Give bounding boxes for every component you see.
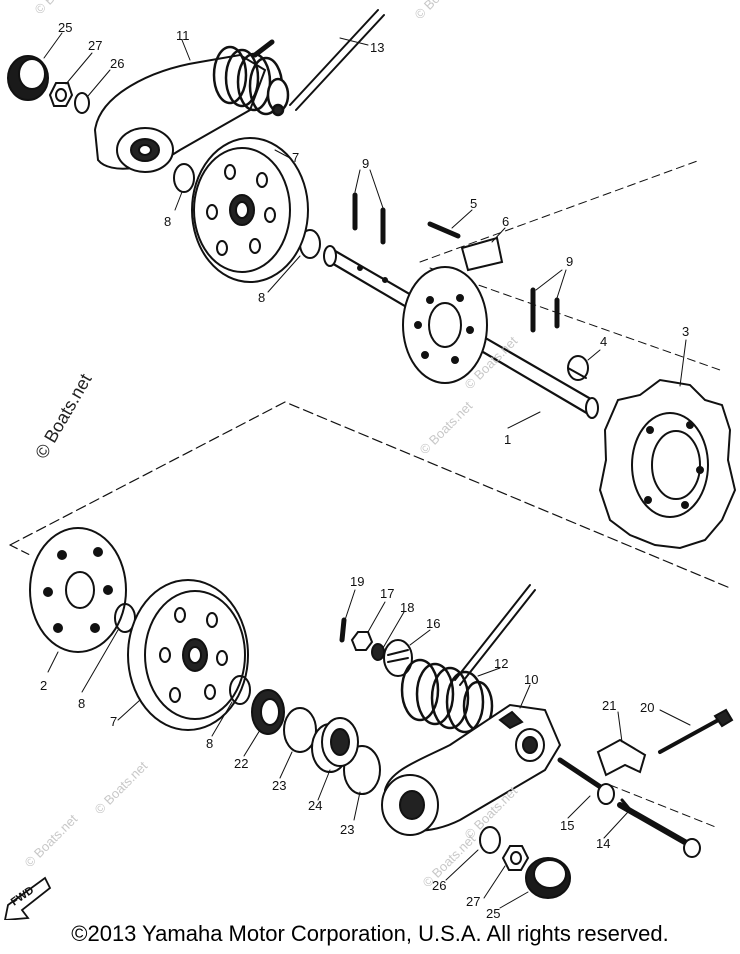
bolt-11-top: [252, 39, 275, 58]
callout-13: 13: [370, 40, 384, 55]
callout-14: 14: [596, 836, 610, 851]
washer-8-d: [229, 675, 251, 705]
bolt-20: [658, 708, 734, 754]
callout-19: 19: [350, 574, 364, 589]
callout-20: 20: [640, 700, 654, 715]
callout-10: 10: [524, 672, 538, 687]
assembly-outline: [9, 401, 731, 589]
callout-9: 9: [566, 254, 573, 269]
callout-8: 8: [78, 696, 85, 711]
bolt-5: [427, 221, 461, 239]
hub-plate: [402, 266, 488, 384]
washer-26-bottom: [479, 826, 501, 854]
bushing-4: [567, 355, 589, 381]
nut-27-bottom: [501, 845, 530, 871]
plate-6: [460, 236, 504, 272]
bearing-22: [251, 689, 285, 735]
callout-25: 25: [486, 906, 500, 920]
watermark: © Boats.net: [412, 0, 471, 22]
callout-7: 7: [292, 150, 299, 165]
callout-12: 12: [494, 656, 508, 671]
callout-27: 27: [88, 38, 102, 53]
rod-13: [289, 9, 385, 111]
callout-21: 21: [602, 698, 616, 713]
cap-25-top: [7, 55, 49, 101]
callout-8: 8: [206, 736, 213, 751]
callout-16: 16: [426, 616, 440, 631]
callout-15: 15: [560, 818, 574, 833]
spring-12: [400, 658, 494, 734]
plate-16: [383, 639, 413, 677]
callout-7: 7: [110, 714, 117, 729]
callout-24: 24: [308, 798, 322, 813]
callout-25: 25: [58, 20, 72, 35]
pin-9-b: [530, 287, 560, 333]
wheel-7-bottom: [127, 579, 249, 731]
pin-19: [339, 617, 347, 643]
callout-8: 8: [258, 290, 265, 305]
washer-8-a: [173, 163, 195, 193]
callout-6: 6: [502, 214, 509, 229]
arm-10: [381, 703, 562, 836]
nut-17: [350, 631, 374, 651]
callout-18: 18: [400, 600, 414, 615]
watermark: © Boats.net: [417, 398, 476, 457]
parts-diagram: © Boats.net © Boats.net © Boats.net © Bo…: [4, 0, 737, 920]
shaft-15: [557, 757, 615, 805]
washer-18: [371, 643, 385, 661]
bracket-21: [596, 738, 647, 777]
watermark: © Boats.net: [92, 758, 151, 817]
callout-17: 17: [380, 586, 394, 601]
callout-26: 26: [110, 56, 124, 71]
snap-ring-23-a: [283, 707, 317, 753]
shaft-14: [617, 798, 701, 858]
callout-1: 1: [504, 432, 511, 447]
leader-lines: [43, 32, 691, 909]
callout-11: 11: [176, 28, 190, 43]
spring-11: [212, 45, 290, 117]
watermark: © Boats.net: [32, 0, 91, 17]
cap-25-bottom: [525, 857, 571, 899]
callout-27: 27: [466, 894, 480, 909]
callout-3: 3: [682, 324, 689, 339]
copyright-notice: ©2013 Yamaha Motor Corporation, U.S.A. A…: [71, 921, 669, 946]
plate-2: [29, 527, 127, 653]
assembly-outline-14: [609, 784, 719, 829]
snap-ring-23-b: [343, 745, 381, 795]
pin-9-a: [352, 192, 386, 245]
callout-8: 8: [164, 214, 171, 229]
arm-11: [93, 53, 267, 173]
forward-arrow: [4, 876, 52, 920]
rod-12: [454, 584, 536, 686]
nut-27-top: [48, 82, 74, 107]
sprocket-3: [598, 378, 737, 550]
assembly-outline-shaft: [419, 159, 721, 371]
watermark: © Boats.net: [31, 370, 95, 462]
callout-9: 9: [362, 156, 369, 171]
callout-2: 2: [40, 678, 47, 693]
callout-23: 23: [272, 778, 286, 793]
assembly-outline-lower: [9, 544, 31, 556]
callout-22: 22: [234, 756, 248, 771]
watermark: © Boats.net: [22, 811, 81, 870]
wheel-7-top: [191, 137, 309, 283]
callout-26: 26: [432, 878, 446, 893]
bearing-24: [311, 717, 359, 773]
callout-4: 4: [600, 334, 607, 349]
washer-26-top: [74, 92, 90, 114]
callout-23: 23: [340, 822, 354, 837]
callout-5: 5: [470, 196, 477, 211]
